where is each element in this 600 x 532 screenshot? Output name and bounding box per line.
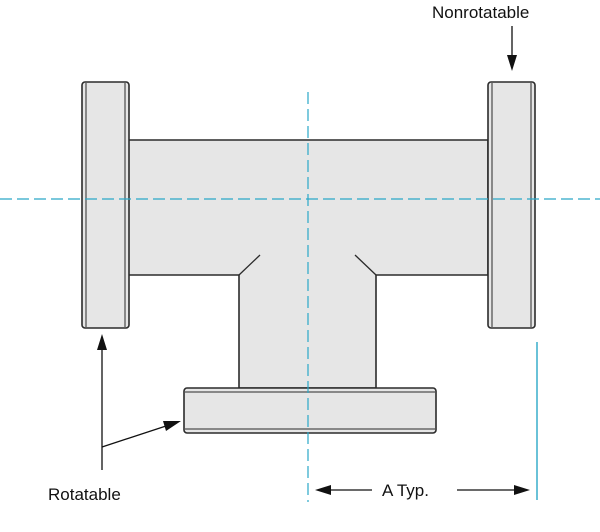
dimension-label: A Typ. [382,481,429,500]
nonrotatable-arrow [507,26,517,71]
weld-line-right [354,254,377,276]
rotatable-arrows [97,334,181,470]
dimension-arrow-left [315,485,372,495]
right-flange [487,81,536,329]
rotatable-label: Rotatable [48,485,121,504]
nonrotatable-label: Nonrotatable [432,3,529,22]
dimension-arrow-right [457,485,530,495]
left-flange [81,81,130,329]
bottom-flange [183,387,437,434]
weld-line-left [238,254,261,276]
